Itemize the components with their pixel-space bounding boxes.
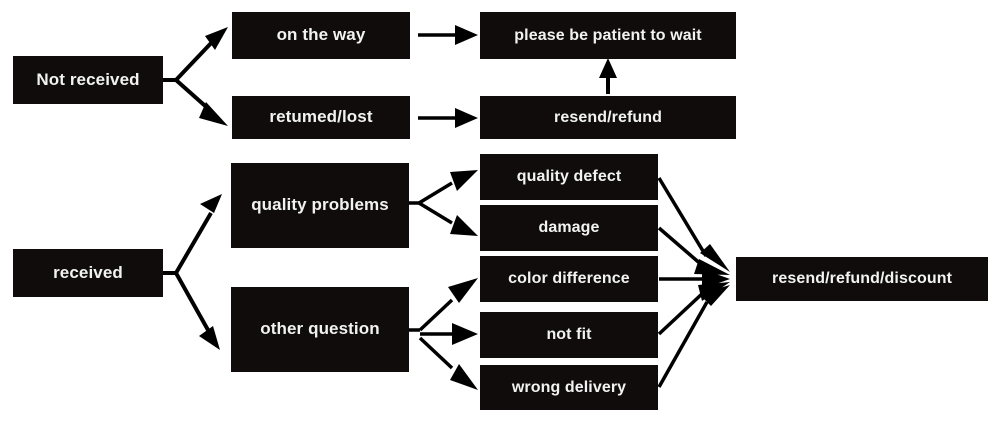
node-color-difference[interactable]: color difference: [480, 256, 658, 302]
edge-on-the-way-to-please-wait: [418, 25, 478, 45]
node-label: received: [53, 262, 123, 282]
edge-resend-refund-to-please-wait: [599, 58, 617, 94]
edge-not-received-fork: [163, 27, 228, 126]
node-quality-problems[interactable]: quality problems: [231, 163, 409, 248]
node-not-received[interactable]: Not received: [13, 56, 163, 104]
node-label: on the way: [276, 25, 366, 45]
node-resend-refund-discount[interactable]: resend/refund/discount: [736, 257, 988, 301]
node-resend-refund[interactable]: resend/refund: [480, 96, 736, 139]
node-label: color difference: [508, 270, 630, 288]
node-label: quality defect: [516, 168, 622, 186]
node-label: resend/refund/discount: [772, 270, 952, 288]
node-damage[interactable]: damage: [480, 205, 658, 251]
node-label: please be patient to wait: [514, 26, 702, 44]
edge-received-fork: [163, 194, 222, 350]
node-label: not fit: [546, 326, 592, 344]
node-label: other question: [260, 319, 380, 339]
node-received[interactable]: received: [13, 249, 163, 297]
node-returned-lost[interactable]: retumed/lost: [232, 96, 410, 139]
edge-returned-lost-to-resend-refund: [418, 108, 478, 128]
edge-converge-to-resend-refund-discount: [657, 177, 730, 388]
edge-other-question-fan: [409, 278, 478, 390]
node-please-be-patient-to-wait[interactable]: please be patient to wait: [480, 12, 736, 59]
node-not-fit[interactable]: not fit: [480, 312, 658, 358]
node-label: quality problems: [251, 195, 389, 215]
node-quality-defect[interactable]: quality defect: [480, 154, 658, 200]
node-wrong-delivery[interactable]: wrong delivery: [480, 365, 658, 410]
node-other-question[interactable]: other question: [231, 287, 409, 372]
node-label: Not received: [36, 69, 140, 89]
edge-quality-problems-fork: [409, 170, 478, 236]
node-label: retumed/lost: [269, 107, 373, 127]
node-on-the-way[interactable]: on the way: [232, 12, 410, 59]
node-label: wrong delivery: [511, 378, 627, 396]
node-label: resend/refund: [554, 108, 662, 126]
node-label: damage: [538, 219, 600, 237]
